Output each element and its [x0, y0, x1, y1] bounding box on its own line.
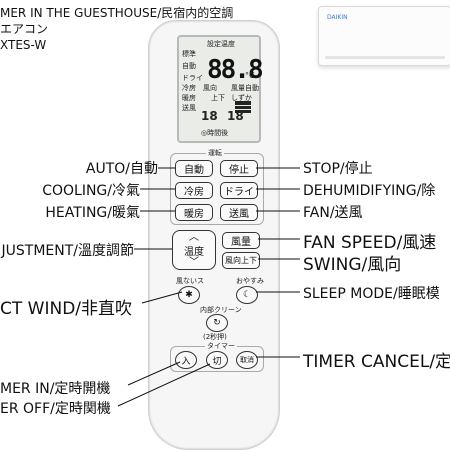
label-timer-cancel: TIMER CANCEL/定	[303, 352, 450, 372]
header-subtitle: エアコン	[0, 22, 49, 36]
lcd-mode-heat: 暖房	[182, 94, 196, 102]
air-conditioner-image: DAIKIN	[318, 6, 450, 66]
wind-icon: ✱	[185, 290, 193, 300]
temp-button-label: 温度	[184, 246, 204, 258]
label-auto: AUTO/自動	[85, 161, 158, 177]
timer-off-button[interactable]: 切	[206, 351, 228, 369]
lcd-unit: °C	[245, 71, 255, 80]
label-dehumidify: DEHUMIDIFYING/除	[303, 183, 436, 199]
callout-timer-off	[117, 363, 211, 407]
lcd-mode-cool: 冷房	[182, 84, 196, 92]
swing-button[interactable]: 風向上下	[222, 252, 260, 269]
lcd-up-down: 上下	[211, 94, 225, 102]
fan-speed-button[interactable]: 風量	[222, 232, 260, 249]
sleep-button[interactable]: ☾	[236, 286, 258, 304]
timer-on-button[interactable]: 入	[175, 351, 197, 369]
dry-button[interactable]: ドライ	[220, 182, 258, 199]
timer-cancel-button[interactable]: 取消	[236, 351, 258, 369]
lcd-timer-caption: ◎時間後	[201, 129, 229, 137]
label-stop: STOP/停止	[303, 161, 373, 177]
temp-up-icon[interactable]: ︿	[189, 231, 199, 243]
callout-timer-in	[127, 361, 181, 386]
header-title: MER IN THE GUESTHOUSE/民宿内的空調	[0, 6, 234, 20]
lcd-wind-direction: 風向	[203, 84, 217, 92]
temperature-rocker[interactable]: ︿ 温度 ﹀	[172, 230, 216, 270]
label-sleep: SLEEP MODE/睡眠模	[303, 286, 440, 302]
label-cooling: COOLING/冷氣	[42, 183, 140, 199]
label-timer-in: MER IN/定時開機	[0, 381, 111, 397]
label-indirect-wind: CT WIND/非直吹	[0, 299, 133, 319]
label-fan: FAN/送風	[303, 205, 363, 221]
label-temp-adjust: JUSTMENT/溫度調節	[1, 243, 134, 259]
temp-down-icon[interactable]: ﹀	[189, 256, 199, 268]
lcd-mode-standard: 標準	[182, 50, 196, 58]
lcd-temperature-value: 88.8	[207, 55, 264, 85]
cool-button[interactable]: 冷房	[175, 182, 213, 199]
brand-logo: DAIKIN	[327, 14, 348, 21]
indirect-wind-button[interactable]: ✱	[178, 286, 200, 304]
label-fan-speed: FAN SPEED/風速	[303, 233, 437, 253]
lcd-timer-on-hours: 18	[201, 109, 218, 123]
clean-subcaption: (2秒押)	[203, 333, 227, 341]
lcd-mode-dry: ドライ	[182, 74, 203, 82]
callout-indirect	[141, 291, 183, 304]
sleep-caption: おやすみ	[236, 277, 264, 285]
model-number: XTES-W	[0, 38, 47, 52]
lcd-fan-level: 風量自動	[231, 84, 259, 92]
lcd-timer-off-hours: 18	[227, 109, 244, 123]
label-heating: HEATING/暖氣	[45, 205, 140, 221]
lcd-mode-auto: 自動	[182, 62, 196, 70]
fan-button[interactable]: 送風	[220, 204, 258, 221]
auto-button[interactable]: 自動	[175, 160, 213, 177]
label-swing: SWING/風向	[303, 255, 402, 275]
refresh-icon: ↻	[213, 318, 221, 328]
lcd-title: 設定温度	[207, 40, 235, 48]
clean-button[interactable]: ↻	[206, 314, 228, 332]
heat-button[interactable]: 暖房	[175, 204, 213, 221]
lcd-quiet: しずか	[231, 94, 252, 102]
label-timer-off: ER OFF/定時関機	[0, 401, 111, 417]
lcd-mode-fan: 送風	[182, 104, 196, 112]
stop-button[interactable]: 停止	[220, 160, 258, 177]
moon-icon: ☾	[242, 290, 252, 300]
lcd-fan-bars-icon	[235, 101, 251, 113]
timer-caption: タイマー	[205, 341, 237, 351]
lcd-display: 設定温度 標準 自動 ドライ 冷房 暖房 送風 88.8 °C 風向 上下 風量…	[177, 35, 264, 143]
operation-caption: 運転	[206, 148, 224, 158]
clean-caption: 内部クリーン	[200, 306, 242, 314]
indirect-wind-caption: 風ないス	[176, 277, 204, 285]
